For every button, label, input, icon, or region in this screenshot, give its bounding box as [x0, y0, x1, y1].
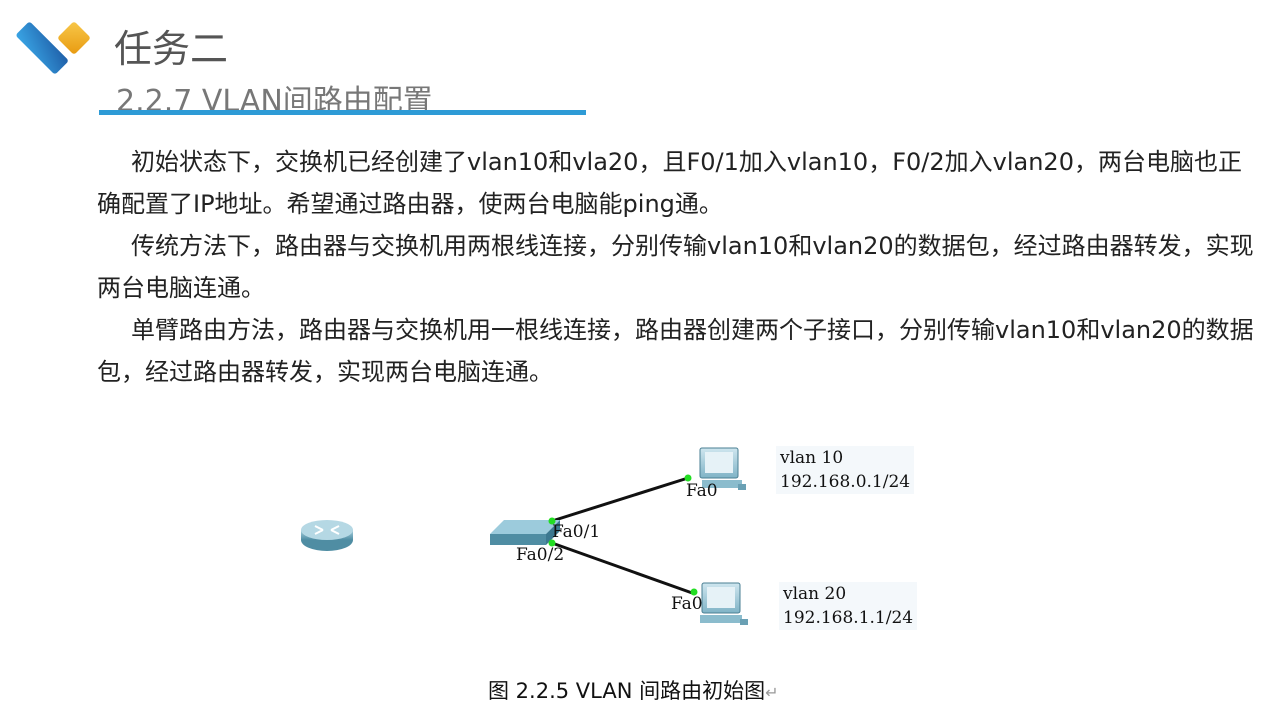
pc-icon	[700, 582, 748, 625]
ip-label: 192.168.1.1/24	[783, 608, 914, 628]
link-light	[548, 539, 556, 547]
port-label: Fa0/2	[516, 545, 565, 565]
vlan-label: vlan 20	[783, 584, 847, 604]
return-mark: ↵	[765, 683, 779, 702]
link-light	[548, 517, 556, 525]
port-label: Fa0	[671, 594, 703, 614]
title-underline	[99, 110, 586, 115]
link-light	[684, 474, 692, 482]
figure-caption: 图 2.2.5 VLAN 间路由初始图↵	[488, 675, 779, 705]
paragraph: 传统方法下，路由器与交换机用两根线连接，分别传输vlan10和vlan20的数据…	[97, 232, 1254, 302]
pc-icon	[699, 447, 746, 490]
paragraph: 初始状态下，交换机已经创建了vlan10和vla20，且F0/1加入vlan10…	[97, 148, 1242, 218]
paragraph: 单臂路由方法，路由器与交换机用一根线连接，路由器创建两个子接口，分别传输vlan…	[97, 316, 1254, 386]
body-text: 初始状态下，交换机已经创建了vlan10和vla20，且F0/1加入vlan10…	[97, 141, 1262, 393]
pc1-info: vlan 10 192.168.0.1/24	[776, 446, 915, 494]
port-label: Fa0	[686, 481, 718, 501]
caption-text: 图 2.2.5 VLAN 间路由初始图	[488, 679, 766, 703]
link-switch-pc1	[551, 476, 689, 523]
page-title: 任务二	[114, 27, 229, 71]
port-label: Fa0/1	[552, 522, 601, 542]
ip-label: 192.168.0.1/24	[780, 472, 911, 492]
vlan-label: vlan 10	[780, 448, 844, 468]
link-switch-pc2	[551, 541, 696, 596]
link-light	[690, 588, 698, 596]
logo-icon	[16, 22, 90, 74]
router-icon	[301, 520, 353, 551]
switch-icon	[490, 520, 560, 545]
pc2-info: vlan 20 192.168.1.1/24	[779, 582, 918, 630]
